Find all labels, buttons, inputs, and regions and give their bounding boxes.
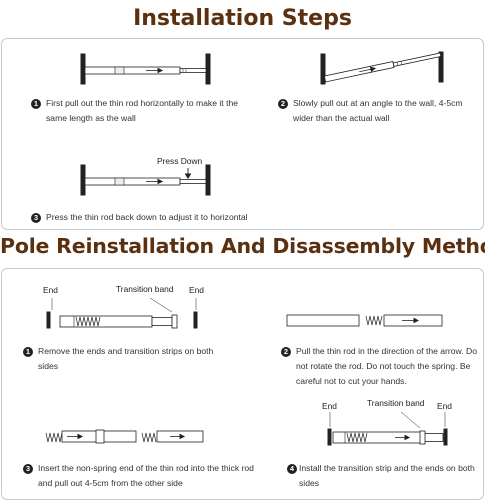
end-label-right: End <box>189 285 204 295</box>
rod-diagram-step2 <box>320 51 444 85</box>
reinstallation-panel <box>1 268 484 500</box>
rod-diagram-step3 <box>80 164 211 196</box>
re-step-3-number: 3 <box>23 464 33 474</box>
re-step-2-text: Pull the thin rod in the direction of th… <box>296 346 478 386</box>
step-3-number: 3 <box>31 213 41 223</box>
step-2-number: 2 <box>278 99 288 109</box>
install-step-2-text: Slowly pull out at an angle to the wall,… <box>293 98 463 123</box>
re-step-4-number: 4 <box>287 464 297 474</box>
re-step-1-text: Remove the ends and transition strips on… <box>38 346 214 371</box>
transition-band-label-4: Transition band <box>367 398 425 408</box>
rod-diagram-insert <box>45 429 204 444</box>
end-label-left: End <box>43 285 58 295</box>
end-label-left-4: End <box>322 401 337 411</box>
re-step-1-number: 1 <box>23 347 33 357</box>
re-step-3-text: Insert the non-spring end of the thin ro… <box>38 463 254 488</box>
install-step-3-text: Press the thin rod back down to adjust i… <box>46 212 248 222</box>
rod-diagram-pull-thin-rod <box>286 314 443 327</box>
installation-title: Installation Steps <box>133 6 352 31</box>
press-down-label: Press Down <box>157 156 203 166</box>
install-step-1-text: First pull out the thin rod horizontally… <box>46 98 239 123</box>
step-1-number: 1 <box>31 99 41 109</box>
transition-band-label: Transition band <box>116 284 174 294</box>
rod-diagram-step1 <box>80 53 211 85</box>
re-step-2-number: 2 <box>281 347 291 357</box>
end-label-right-4: End <box>437 401 452 411</box>
rod-diagram-install-ends <box>327 411 448 446</box>
re-step-4-text: Install the transition strip and the end… <box>299 463 475 488</box>
rod-diagram-remove-ends <box>46 297 198 329</box>
reinstallation-title: Pole Reinstallation And Disassembly Meth… <box>0 234 485 258</box>
